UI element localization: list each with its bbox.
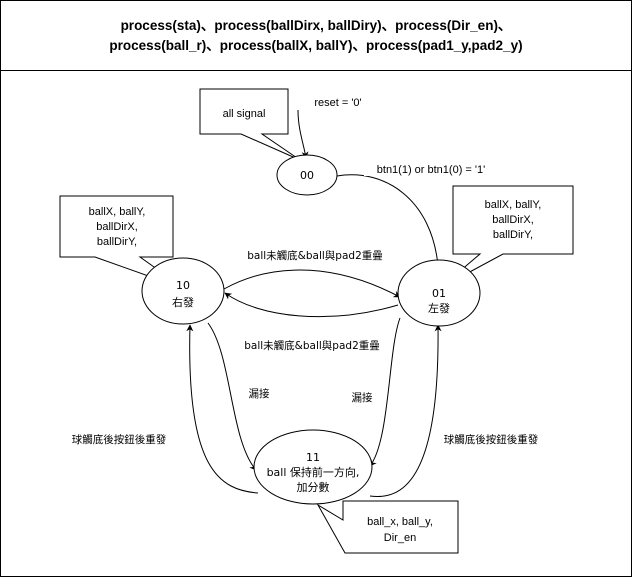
callout-10-line-3: ballDirY,: [97, 236, 137, 248]
callout-all-signal-text: all signal: [223, 108, 266, 120]
state-10-label-2: 右發: [172, 295, 194, 309]
state-11-label-1: 11: [306, 451, 320, 464]
callout-state-01-outputs: [439, 185, 574, 289]
edge-00-to-01: [336, 174, 441, 267]
edge-10-to-01: [223, 269, 401, 298]
callout-01-line-1: ballX, ballY,: [485, 199, 542, 211]
callout-11-line-2: Dir_en: [384, 532, 416, 544]
header-line-1: process(sta)、process(ballDirx, ballDiry)…: [121, 18, 512, 33]
callout-state-11-outputs: [316, 500, 459, 554]
edge-01-to-11: [369, 317, 401, 467]
label-start: btn1(1) or btn1(0) = '1': [377, 164, 485, 176]
callout-01-line-2: ballDirX,: [492, 214, 534, 226]
state-10: [141, 257, 225, 325]
state-01: [397, 259, 481, 327]
callout-10-line-1: ballX, ballY,: [89, 206, 146, 218]
header-line-2: process(ball_r)、process(ballX, ballY)、pr…: [109, 38, 522, 53]
label-01-to-10: ball未觸底&ball與pad2重疊: [244, 339, 380, 352]
callout-10-line-2: ballDirX,: [96, 221, 138, 233]
state-11: [253, 429, 373, 505]
edge-10-to-11: [207, 322, 257, 471]
state-00: [276, 154, 338, 196]
callout-all-signal: [199, 88, 301, 161]
state-01-label-1: 01: [432, 287, 446, 300]
edge-01-to-10: [224, 292, 399, 318]
edge-11-to-10: [186, 324, 259, 494]
label-reset: reset = '0': [314, 97, 361, 109]
label-10-to-01: ball未觸底&ball與pad2重疊: [247, 249, 383, 262]
label-11-to-10: 球觸底後按鈕後重發: [72, 433, 167, 446]
state-00-label: 00: [300, 169, 314, 182]
state-10-label-1: 10: [176, 279, 190, 292]
label-10-to-11: 漏接: [249, 387, 270, 400]
label-01-to-11: 漏接: [352, 391, 373, 404]
state-11-label-3: 加分數: [297, 481, 330, 494]
callout-01-line-3: ballDirY,: [493, 229, 533, 241]
label-11-to-01: 球觸底後按鈕後重發: [444, 433, 539, 446]
edge-11-to-01: [369, 324, 442, 497]
state-01-label-2: 左發: [428, 301, 450, 315]
state-11-label-2: ball 保持前一方向,: [267, 465, 360, 479]
callout-11-line-1: ball_x, ball_y,: [367, 516, 433, 528]
